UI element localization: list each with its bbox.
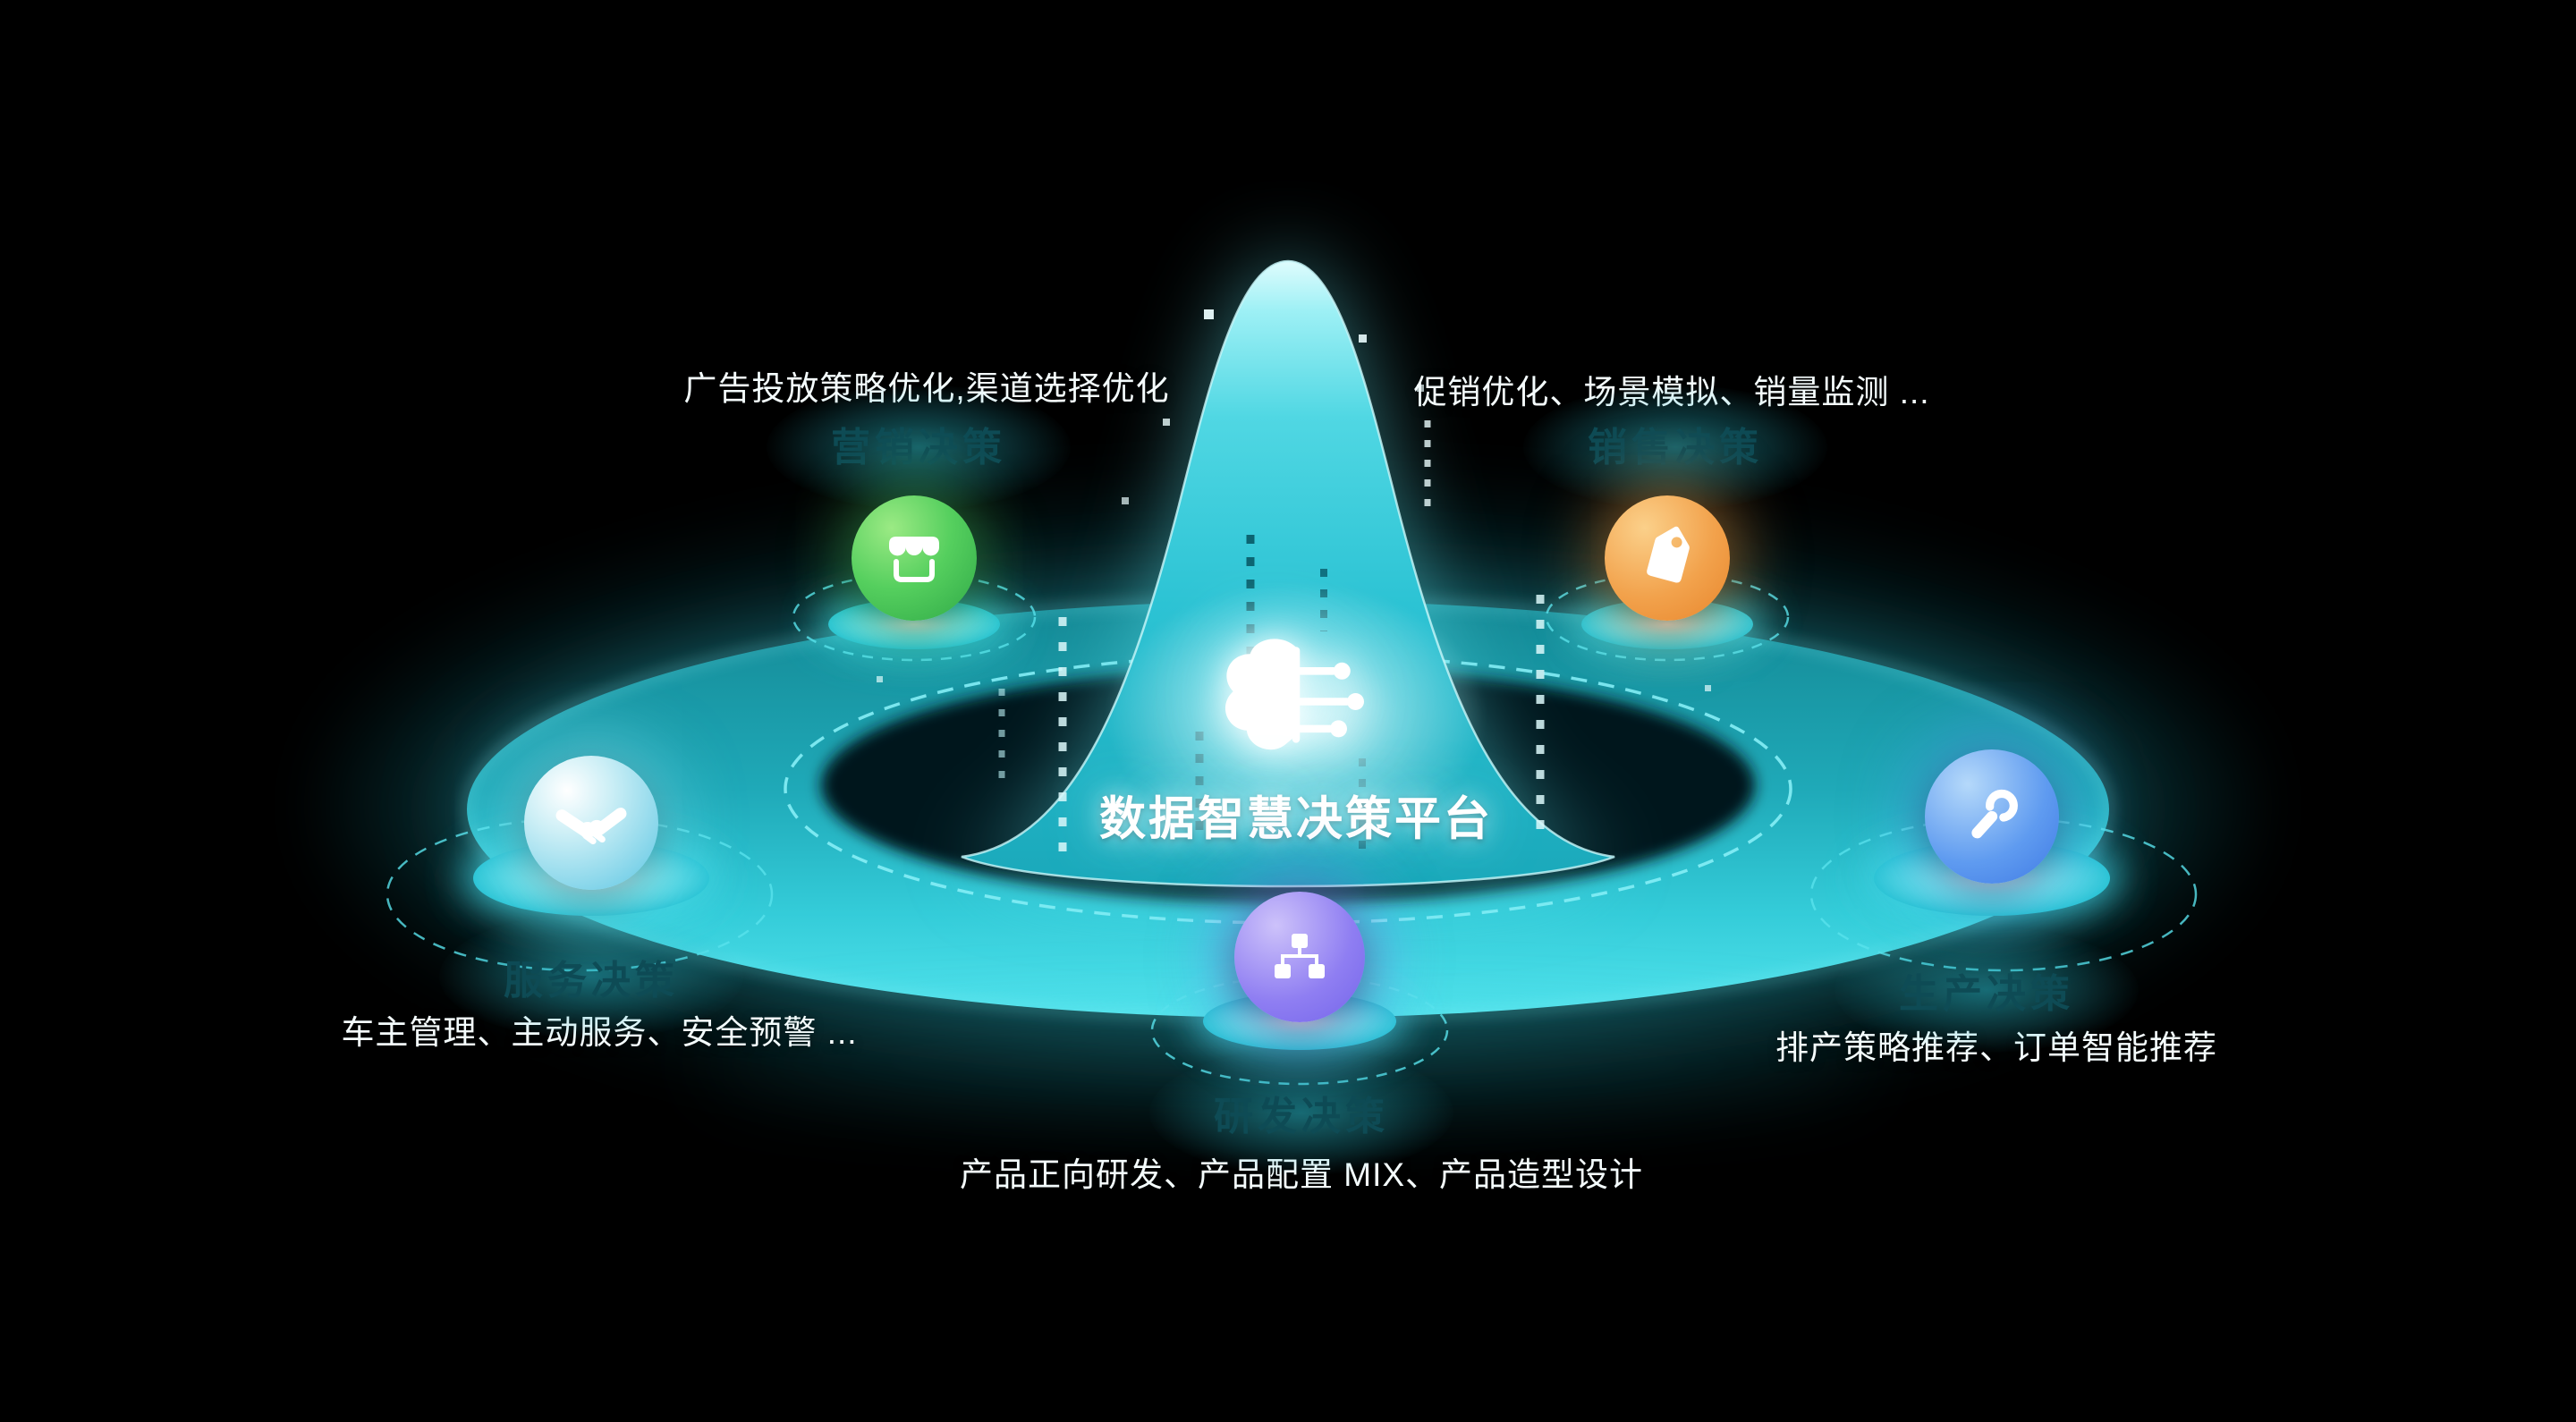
label-glow (1835, 927, 2139, 1053)
production-category-label: 生产决策 (1899, 972, 2074, 1016)
marketing-node-badge (852, 495, 977, 621)
production-node-badge (1925, 749, 2059, 884)
rnd-category-label: 研发决策 (1214, 1095, 1389, 1138)
sales-node-badge (1605, 495, 1730, 621)
rnd-node-badge (1234, 892, 1365, 1022)
service-node-badge (524, 756, 658, 890)
storefront-icon (889, 537, 939, 582)
brain-circuit-icon (1211, 634, 1381, 774)
wrench-icon (1971, 789, 2018, 839)
sitemap-icon (1275, 934, 1325, 978)
label-glow (1149, 1050, 1453, 1175)
label-glow (439, 914, 743, 1039)
label-glow (1523, 385, 1827, 510)
sales-category-label: 销售决策 (1588, 426, 1763, 470)
handshake-icon (555, 808, 627, 845)
marketing-category-label: 营销决策 (831, 426, 1006, 470)
price-tag-icon (1647, 526, 1690, 583)
label-glow (767, 385, 1071, 510)
service-category-label: 服务决策 (504, 959, 679, 1003)
inner-dashed-ring (784, 653, 1792, 925)
platform-title: 数据智慧决策平台 (1098, 793, 1494, 846)
